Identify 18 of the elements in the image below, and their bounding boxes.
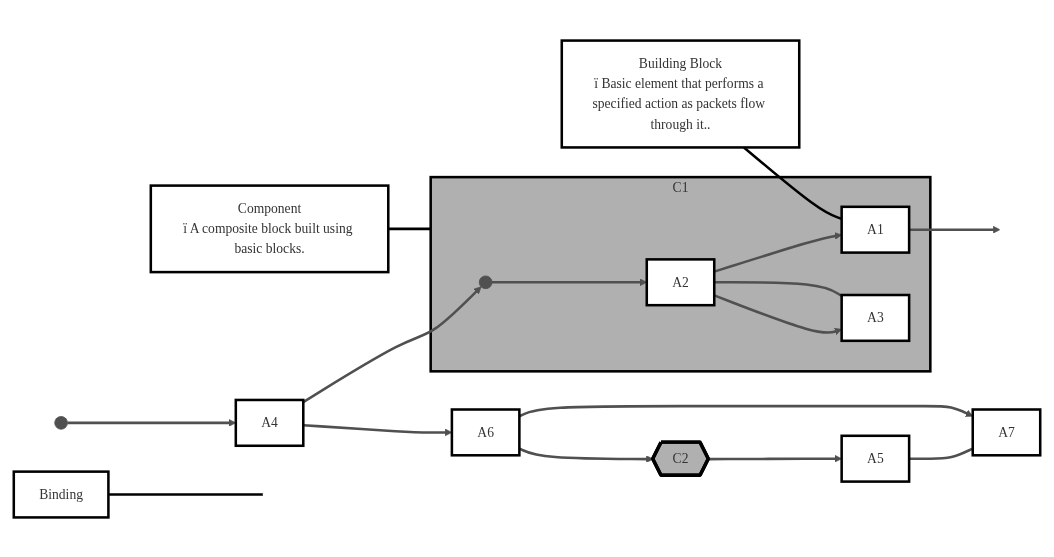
arrow <box>302 285 482 403</box>
node-box: A3 <box>840 293 911 342</box>
node-box: A1 <box>840 205 911 254</box>
arrow <box>708 454 842 462</box>
node-box: A2 <box>645 257 716 306</box>
node-box: Binding <box>12 469 110 519</box>
node-box: A5 <box>840 434 911 483</box>
node-circle <box>478 275 493 289</box>
node-box: Building Block ï Basic element that performs a specified action as packets flow through it.. <box>560 38 801 149</box>
node-box: A6 <box>450 407 521 457</box>
connector <box>108 492 264 496</box>
node-circle <box>54 415 68 430</box>
arrow <box>909 225 1001 233</box>
connector <box>388 227 431 230</box>
node-box: A7 <box>971 407 1042 457</box>
node-box: A4 <box>234 398 305 447</box>
node-box: Component ï A composite block built using basic blocks. <box>149 183 390 273</box>
connector <box>714 280 843 297</box>
